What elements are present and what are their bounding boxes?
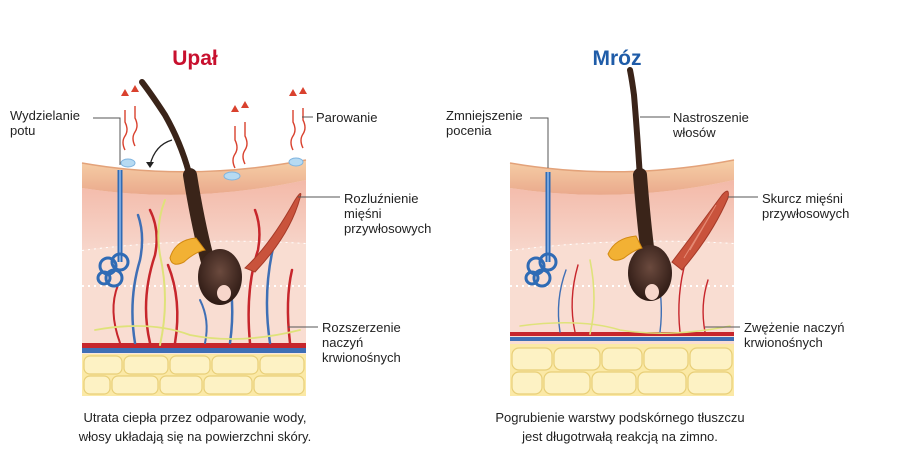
- heat-caption: Utrata ciepła przez odparowanie wody, wł…: [78, 410, 312, 444]
- cold-leader-lines: [530, 116, 758, 328]
- evaporation-label: Parowanie: [316, 110, 378, 125]
- hair-erection-label: Nastroszenie włosów: [673, 110, 749, 140]
- heat-leader-lines: [93, 116, 340, 328]
- heat-panel-title: Upał: [172, 47, 218, 70]
- vessel-constriction-label: Zwężenie naczyń krwionośnych: [744, 320, 845, 350]
- sweat-secretion-label: Wydzielanie potu: [10, 108, 80, 138]
- cold-skin-section: [509, 67, 735, 396]
- muscle-contraction-label: Skurcz mięśni przywłosowych: [762, 191, 850, 221]
- reduced-sweating-label: Zmniejszenie pocenia: [446, 108, 523, 138]
- vessel-dilation-label: Rozszerzenie naczyń krwionośnych: [322, 320, 401, 365]
- heat-skin-section: [81, 79, 307, 396]
- cold-caption: Pogrubienie warstwy podskórnego tłuszczu…: [495, 410, 745, 444]
- muscle-relaxation-label: Rozluźnienie mięśni przywłosowych: [344, 191, 432, 236]
- cold-panel-title: Mróz: [592, 47, 642, 70]
